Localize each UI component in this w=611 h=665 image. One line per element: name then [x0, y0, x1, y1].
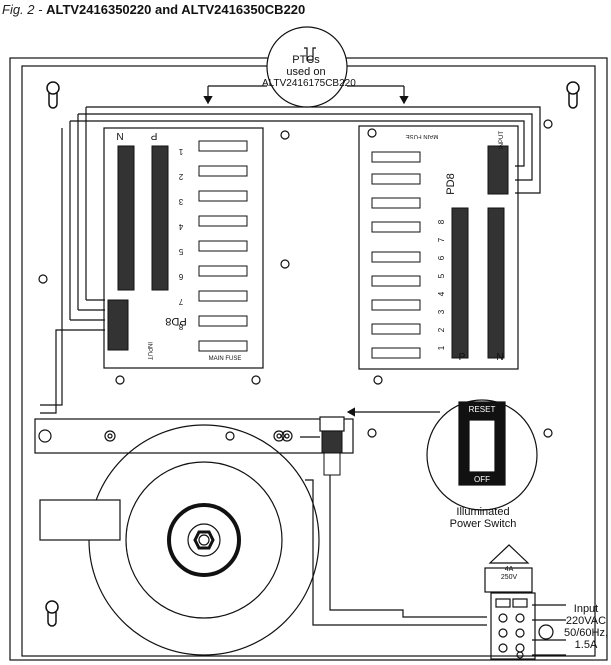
switch-callout-label: Illuminated Power Switch	[449, 506, 517, 530]
fuse-holder	[484, 544, 566, 660]
keyhole-top-right	[566, 81, 580, 109]
output-number: 3	[437, 309, 446, 315]
left-board-main-fuse: MAIN FUSE	[208, 356, 242, 362]
output-number: 7	[178, 297, 184, 306]
output-number: 2	[437, 327, 446, 333]
transformer-bracket	[34, 418, 354, 454]
keyhole-bottom-left	[45, 600, 59, 627]
left-board-input-label: INPUT	[146, 342, 152, 360]
right-board-header-p: P	[458, 352, 466, 363]
keyhole-top-left	[46, 81, 60, 109]
right-board-title: PD8	[445, 173, 457, 195]
output-number: 6	[437, 255, 446, 261]
output-number: 5	[437, 273, 446, 279]
right-board-main-fuse: MAIN FUSE	[405, 133, 439, 139]
output-number: 7	[437, 237, 446, 243]
output-number: 5	[178, 247, 184, 256]
switch-off-label: OFF	[474, 475, 490, 484]
output-number: 8	[178, 322, 184, 331]
toroidal-transformer	[39, 424, 320, 656]
output-number: 4	[178, 222, 184, 231]
left-board-header-p: P	[150, 130, 158, 141]
switch-callout	[426, 399, 538, 511]
figure-caption: Fig. 2 - ALTV2416350220 and ALTV2416350C…	[2, 2, 305, 17]
output-number: 4	[437, 291, 446, 297]
mounting-holes	[38, 119, 553, 659]
left-board-terminals	[107, 145, 169, 351]
output-number: 1	[178, 147, 184, 156]
right-board-input-label: INPUT	[499, 131, 505, 149]
mounting-keyholes	[45, 81, 580, 627]
output-number: 6	[178, 272, 184, 281]
fuse-rating-label: 4A 250V	[500, 566, 518, 581]
right-board-fuses	[371, 151, 421, 359]
left-board-header-n: N	[116, 130, 124, 141]
switch-reset-label: RESET	[468, 405, 496, 414]
output-number: 3	[178, 197, 184, 206]
right-board-terminals	[451, 145, 509, 359]
ptc-callout-label: PTCs used on ALTV2416175CB220	[262, 54, 356, 89]
figure-title: ALTV2416350220 and ALTV2416350CB220	[46, 2, 306, 17]
power-switch	[319, 407, 440, 476]
right-board-header-n: N	[496, 352, 504, 363]
left-board-fuses	[198, 140, 248, 352]
right-pd8-board	[358, 125, 519, 370]
output-number: 8	[437, 219, 446, 225]
wiring	[40, 106, 541, 626]
output-number: 2	[178, 172, 184, 181]
figure-number: Fig. 2 -	[2, 2, 47, 17]
left-pd8-board	[103, 127, 264, 369]
ptc-callout	[203, 26, 409, 108]
input-label: Input 220VAC 50/60Hz, 1.5A	[563, 603, 609, 651]
output-number: 1	[437, 345, 446, 351]
